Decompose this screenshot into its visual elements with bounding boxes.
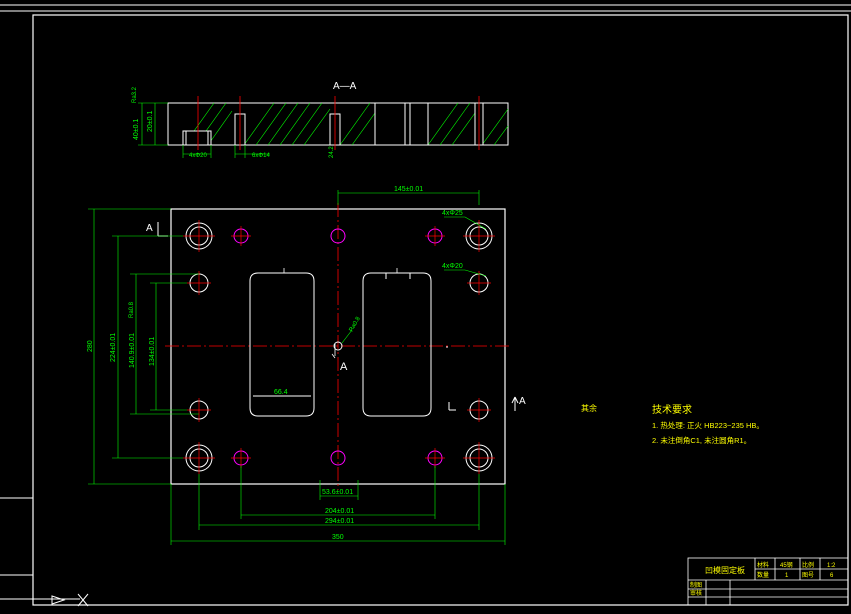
dim-depth-24: 24.2: [329, 146, 335, 158]
dim-134: 134±0.01: [149, 337, 156, 366]
title-block: [687, 557, 849, 606]
dim-counterbore: 4xΦ20: [189, 153, 207, 159]
tech-line-2: 2. 未注倒角C1, 未注圆角R1。: [652, 435, 751, 445]
scale-label: 比例: [802, 561, 814, 569]
dim-280: 280: [87, 340, 94, 352]
rough-side: Ra3.2: [132, 86, 138, 103]
dim-53: 53.6±0.01: [322, 489, 353, 496]
dim-145: 145±0.01: [394, 186, 423, 193]
dim-thickness-40: 40±0.1: [133, 119, 140, 140]
plan-view: 66.4: [87, 186, 526, 545]
section-view: 40±0.1 20±0.1 Ra3.2 24.2 4xΦ20 6xΦ14: [132, 86, 509, 159]
tech-line-1: 1. 热处理: 正火 HB223~235 HB。: [652, 420, 764, 430]
drawing-border: [32, 14, 849, 606]
tech-title: 技术要求: [652, 403, 692, 416]
dim-294: 294±0.01: [325, 518, 354, 525]
label-hole-a: 4xΦ25: [442, 210, 463, 217]
sheet-value: 6: [830, 573, 834, 579]
section-marker-left-label: A: [146, 223, 153, 234]
material-label: 材料: [757, 561, 769, 569]
scale-value: 1:2: [827, 563, 836, 569]
dim-350: 350: [332, 534, 344, 541]
dim-140: 140.9±0.01: [129, 333, 136, 368]
part-name: 凹模固定板: [705, 565, 745, 575]
dim-cavity-66: 66.4: [274, 389, 288, 396]
rough-left: Ra0.8: [129, 301, 135, 318]
qty-label: 数量: [757, 571, 769, 579]
dim-thickness-20: 20±0.1: [147, 111, 154, 132]
checker-label: 审核: [690, 589, 702, 597]
dim-pin-hole: 6xΦ14: [252, 153, 270, 159]
sheet-label: 图号: [802, 572, 814, 579]
center-marker: A: [340, 361, 348, 373]
dim-204: 204±0.01: [325, 508, 354, 515]
section-marker-right-label: A: [519, 396, 526, 407]
section-marker-right: [511, 396, 519, 411]
rough-main: 其余: [581, 403, 597, 413]
designer-label: 制图: [690, 581, 702, 589]
section-title: A—A: [333, 81, 357, 92]
dim-224: 224±0.01: [110, 333, 117, 362]
qty-value: 1: [785, 573, 789, 579]
material-value: 45钢: [780, 561, 793, 569]
label-hole-b: 4xΦ20: [442, 263, 463, 270]
tech-requirements: 技术要求 1. 热处理: 正火 HB223~235 HB。 2. 未注倒角C1,…: [652, 403, 764, 445]
ucs-icon: [51, 593, 89, 607]
